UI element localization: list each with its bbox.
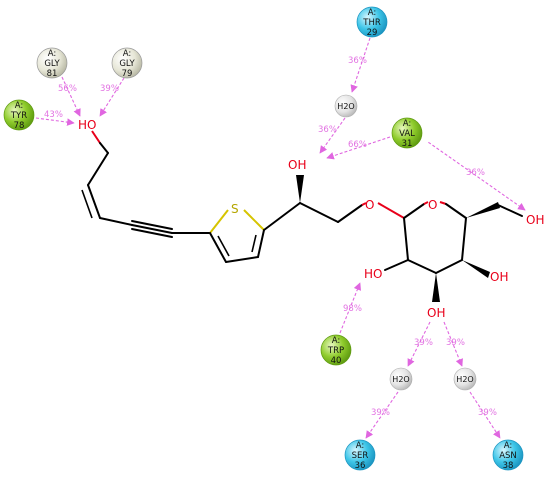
- pct-oh-w2: 39%: [414, 338, 433, 348]
- water-label-w1: H2O: [337, 102, 354, 111]
- atom-oh-c3: OH: [427, 306, 445, 320]
- svg-text:GLY: GLY: [119, 59, 135, 69]
- line-trp40-oh: [339, 282, 362, 334]
- svg-text:79: 79: [122, 69, 133, 79]
- line-oh-w2: [407, 321, 431, 367]
- svg-text:SER: SER: [352, 451, 369, 461]
- svg-text:A:: A:: [368, 8, 377, 18]
- pct-w1-oh: 36%: [318, 125, 337, 135]
- pct-gly81-oh: 56%: [58, 84, 77, 94]
- pct-val31-ohr: 36%: [466, 168, 485, 178]
- svg-text:36: 36: [355, 461, 366, 471]
- svg-text:29: 29: [367, 28, 378, 38]
- residue-ser36: A: SER 36: [344, 439, 376, 471]
- pct-w3-asn38: 39%: [478, 408, 497, 418]
- residue-trp40: A: TRP 40: [320, 334, 352, 366]
- line-val31-oh: [326, 136, 391, 160]
- svg-text:TYR: TYR: [10, 111, 27, 121]
- line-thr29-w1: [350, 37, 371, 93]
- water-w2: H2O: [389, 367, 413, 391]
- atom-oh-right: OH: [526, 213, 544, 227]
- pct-gly79-oh: 39%: [100, 84, 119, 94]
- svg-text:40: 40: [331, 356, 342, 366]
- pct-w2-ser36: 39%: [371, 408, 390, 418]
- svg-text:A:: A:: [356, 441, 365, 451]
- atom-ho-c2: HO: [364, 267, 382, 281]
- line-oh-w3: [443, 321, 463, 367]
- line-tyr78-oh: [35, 117, 75, 126]
- water-w1: H2O: [334, 94, 358, 118]
- svg-text:THR: THR: [362, 18, 381, 28]
- atom-oh-c4: OH: [490, 270, 508, 284]
- residue-asn38: A: ASN 38: [492, 439, 524, 471]
- residue-val31: A: VAL 31: [391, 117, 423, 149]
- svg-text:81: 81: [47, 69, 58, 79]
- line-w1-oh: [319, 117, 346, 154]
- svg-text:TRP: TRP: [327, 346, 344, 356]
- svg-text:A:: A:: [48, 49, 57, 59]
- residue-thr29: A: THR 29: [356, 6, 388, 38]
- pct-thr29-w1: 36%: [348, 56, 367, 66]
- atom-oh-mid: OH: [288, 158, 306, 172]
- pct-oh-w3: 39%: [446, 338, 465, 348]
- svg-text:A:: A:: [123, 49, 132, 59]
- residue-tyr78: A: TYR 78: [3, 99, 35, 131]
- interaction-lines: [35, 37, 526, 439]
- pct-val31-oh: 66%: [348, 140, 367, 150]
- svg-text:ASN: ASN: [499, 451, 517, 461]
- residue-gly79: A: GLY 79: [111, 47, 143, 79]
- residue-gly81: A: GLY 81: [36, 47, 68, 79]
- line-w3-asn38: [469, 391, 501, 439]
- water-label-w3: H2O: [456, 375, 473, 384]
- interaction-percentages: 56% 39% 43% 36% 36% 66% 36% 98% 39% 39% …: [44, 56, 497, 418]
- svg-text:A:: A:: [504, 441, 513, 451]
- water-w3: H2O: [453, 367, 477, 391]
- svg-text:A:: A:: [332, 336, 341, 346]
- svg-text:VAL: VAL: [399, 129, 415, 139]
- atom-ho-top: HO: [78, 118, 96, 132]
- line-gly79-oh: [99, 77, 125, 117]
- svg-text:31: 31: [402, 139, 413, 149]
- atom-o-ring: O: [428, 198, 437, 212]
- water-label-w2: H2O: [392, 375, 409, 384]
- svg-text:GLY: GLY: [44, 59, 60, 69]
- ligand-structure: [81, 130, 523, 302]
- svg-text:78: 78: [14, 121, 25, 131]
- pct-trp40-oh: 98%: [343, 304, 362, 314]
- line-gly81-oh: [61, 76, 81, 117]
- svg-text:A:: A:: [15, 101, 24, 111]
- atom-labels: HO S OH O O OH OH OH HO: [78, 118, 544, 320]
- line-w2-ser36: [365, 391, 399, 439]
- pct-tyr78-oh: 43%: [44, 110, 63, 120]
- atom-s: S: [231, 202, 239, 216]
- svg-text:A:: A:: [403, 119, 412, 129]
- svg-text:38: 38: [503, 461, 514, 471]
- atom-o-ether: O: [365, 198, 374, 212]
